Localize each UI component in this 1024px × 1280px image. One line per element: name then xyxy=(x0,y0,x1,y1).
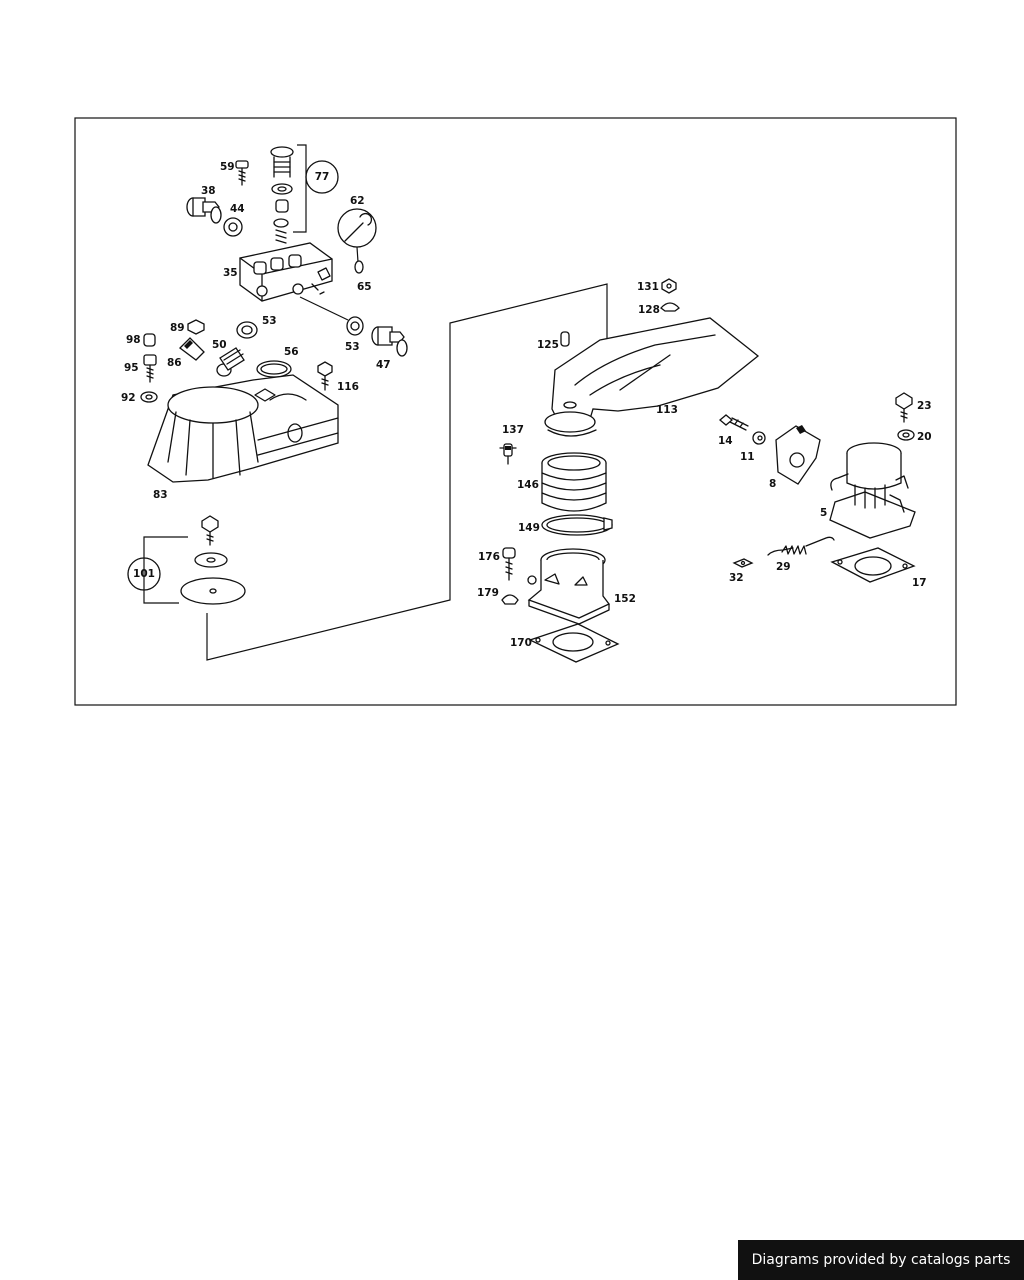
callout-14: 14 xyxy=(718,435,733,447)
callout-17: 17 xyxy=(912,577,927,589)
callout-59: 59 xyxy=(220,161,235,173)
part-116-screw xyxy=(317,361,333,391)
callout-29: 29 xyxy=(776,561,791,573)
callout-65: 65 xyxy=(357,281,372,293)
callout-77: 77 xyxy=(315,171,330,183)
part-98-cap xyxy=(143,333,156,347)
part-14-screw xyxy=(718,414,749,431)
callout-89: 89 xyxy=(170,322,185,334)
callout-86: 86 xyxy=(167,357,182,369)
part-149-clamp xyxy=(541,514,613,536)
callout-56: 56 xyxy=(284,346,299,358)
part-101-plate-set xyxy=(180,515,246,605)
callout-125: 125 xyxy=(537,339,559,351)
callout-146: 146 xyxy=(517,479,539,491)
callout-116: 116 xyxy=(337,381,359,393)
callout-98: 98 xyxy=(126,334,141,346)
callout-149: 149 xyxy=(518,522,540,534)
part-53-washer-right xyxy=(346,316,364,336)
callout-11: 11 xyxy=(740,451,755,463)
part-170-gasket xyxy=(528,623,620,663)
callout-92: 92 xyxy=(121,392,136,404)
fitting-pipe xyxy=(299,296,349,321)
callout-50: 50 xyxy=(212,339,227,351)
callout-152: 152 xyxy=(614,593,636,605)
callout-131: 131 xyxy=(637,281,659,293)
part-62-wrench-symbol xyxy=(337,208,377,274)
callout-101: 101 xyxy=(133,568,155,580)
callout-62: 62 xyxy=(350,195,365,207)
credit-banner: Diagrams provided by catalogs parts xyxy=(738,1240,1024,1280)
part-23-screw xyxy=(895,392,913,423)
part-113-intake-manifold xyxy=(544,317,760,437)
callout-83: 83 xyxy=(153,489,168,501)
part-128-clip xyxy=(660,302,680,312)
part-83-housing xyxy=(147,374,339,483)
part-137-sensor xyxy=(499,443,517,465)
part-95-screw xyxy=(143,354,157,383)
callout-77-bracket xyxy=(293,144,307,233)
part-11-bushing xyxy=(752,431,766,445)
part-20-washer xyxy=(897,429,915,441)
part-146-bellows xyxy=(541,452,607,512)
part-8-throttle-switch xyxy=(775,425,821,485)
part-125-sleeve xyxy=(560,331,570,347)
callout-53-left: 53 xyxy=(262,315,277,327)
part-17-gasket xyxy=(830,547,916,583)
callout-53-right: 53 xyxy=(345,341,360,353)
callout-38: 38 xyxy=(201,185,216,197)
part-77-valve-stack xyxy=(270,146,294,244)
part-152-adapter xyxy=(527,548,611,625)
part-29-spring xyxy=(767,536,835,556)
callout-113: 113 xyxy=(656,404,678,416)
part-44-washer xyxy=(223,217,243,237)
callout-32: 32 xyxy=(729,572,744,584)
callout-35: 35 xyxy=(223,267,238,279)
part-53-washer-left xyxy=(236,321,258,339)
callout-170: 170 xyxy=(510,637,532,649)
callout-5: 5 xyxy=(820,507,827,519)
part-131-nut xyxy=(661,278,677,294)
callout-95: 95 xyxy=(124,362,139,374)
part-59-screw xyxy=(235,160,249,186)
part-50-fitting xyxy=(216,347,245,377)
callout-8: 8 xyxy=(769,478,776,490)
part-92-washer xyxy=(140,391,158,403)
callout-47: 47 xyxy=(376,359,391,371)
callout-101-bracket xyxy=(143,536,188,604)
part-47-fitting xyxy=(371,326,408,357)
part-5-throttle-body xyxy=(829,442,916,539)
part-86-bracket xyxy=(179,337,205,361)
part-176-screw xyxy=(502,547,516,581)
part-56-o-ring xyxy=(256,360,292,378)
callout-20: 20 xyxy=(917,431,932,443)
callout-44: 44 xyxy=(230,203,245,215)
diagram-frame xyxy=(74,117,957,706)
callout-128: 128 xyxy=(638,304,660,316)
part-35-distributor-block xyxy=(239,242,333,302)
part-179-clip xyxy=(501,594,519,605)
part-38-fitting xyxy=(186,197,222,224)
callout-176: 176 xyxy=(478,551,500,563)
callout-23: 23 xyxy=(917,400,932,412)
part-32-clip xyxy=(732,558,754,568)
group-link-line xyxy=(206,283,608,661)
part-89-nut xyxy=(187,319,205,335)
callout-137: 137 xyxy=(502,424,524,436)
callout-179: 179 xyxy=(477,587,499,599)
